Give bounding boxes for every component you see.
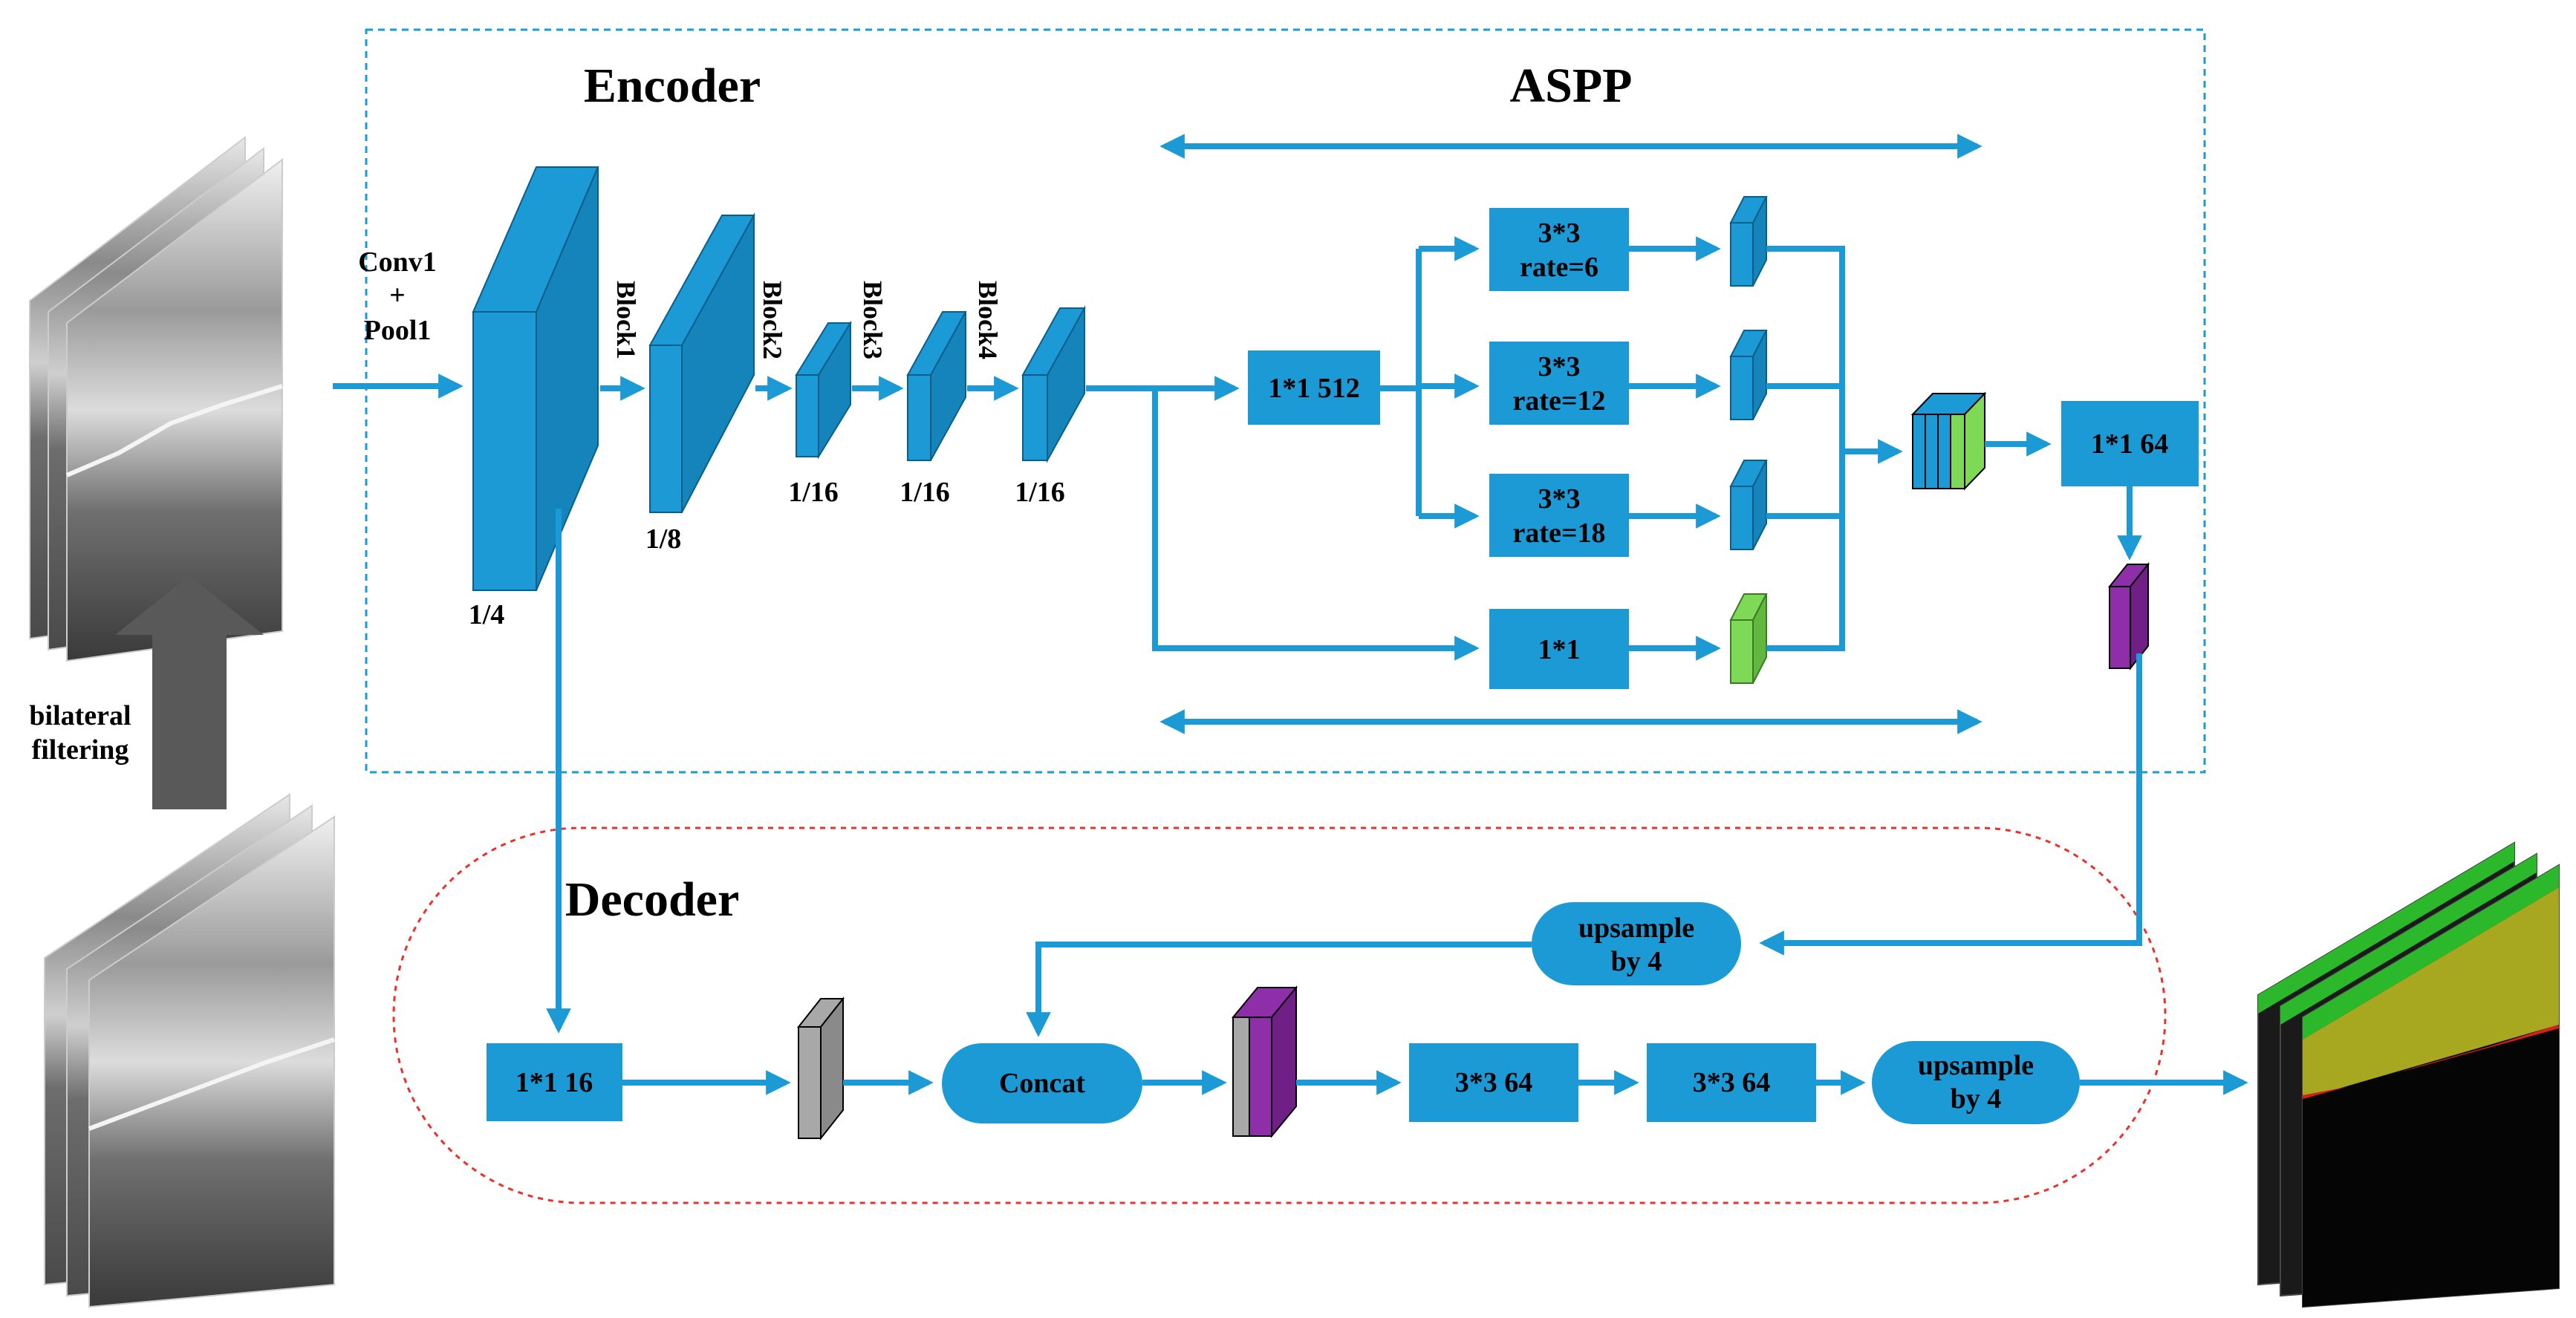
encoder-region	[365, 28, 2206, 774]
scale-label-eighth: 1/8	[645, 523, 682, 555]
conv-1x1-16-box	[487, 1043, 622, 1121]
conv-3x3-64-a-label: 3*3 64	[1455, 1067, 1533, 1098]
stem-pool-label: Pool1	[364, 315, 432, 346]
feature-block-sixteenth-2	[906, 311, 967, 461]
feature-block-eighth	[648, 212, 755, 513]
bilateral-filter-arrow-icon	[115, 575, 264, 809]
concat-label: Concat	[999, 1068, 1085, 1099]
output-segmentation-stack	[2257, 841, 2560, 1308]
filtering-label: filtering	[32, 734, 129, 766]
branch-rate12-kernel: 3*3	[1538, 351, 1581, 382]
upsample-1-top: upsample	[1578, 913, 1694, 944]
feature-rate18	[1729, 460, 1768, 550]
decoder-region	[392, 826, 2167, 1204]
stem-conv-label: Conv1	[358, 247, 437, 278]
conv-1x1-16-label: 1*1 16	[515, 1067, 593, 1098]
upsample-2-bottom: by 4	[1951, 1083, 2002, 1115]
branch-rate6-rate: rate=6	[1520, 252, 1598, 283]
branch-rate12-rate: rate=12	[1512, 385, 1605, 417]
upsample-pill-2	[1872, 1041, 2080, 1124]
block1-label: Block1	[611, 281, 641, 359]
merge-rate6-line	[1766, 246, 1845, 651]
branch-rate6-box	[1489, 208, 1629, 291]
aspp-to-decoder-line	[1759, 653, 2142, 956]
input-image-stack-bottom	[44, 793, 335, 1308]
block3-label: Block3	[858, 281, 888, 359]
input-image-stack-top	[29, 135, 283, 662]
to-pool-branch-line	[1152, 388, 1480, 661]
upsample-to-concat-arrow	[1026, 942, 1532, 1037]
scale-label-sixteenth-1: 1/16	[788, 477, 839, 508]
encoder-title: Encoder	[584, 59, 761, 113]
stem-plus-label: +	[389, 280, 406, 311]
aspp-title: ASPP	[1510, 59, 1633, 113]
upsample-1-bottom: by 4	[1611, 946, 1662, 977]
conv-1x1-64-box	[2061, 401, 2199, 486]
feature-block-sixteenth-3	[1021, 305, 1086, 463]
feature-block-sixteenth-1	[795, 320, 852, 460]
conv-1x1-64-label: 1*1 64	[2091, 428, 2169, 460]
feature-rate12	[1729, 330, 1768, 420]
conv-1x1-512-label: 1*1 512	[1268, 373, 1360, 404]
block2-label: Block2	[758, 281, 787, 359]
branch-pool-box	[1489, 609, 1629, 689]
aspp-output-feature	[2107, 562, 2150, 671]
branch-rate18-box	[1489, 474, 1629, 557]
branch-rate12-box	[1489, 342, 1629, 425]
feature-rate6	[1729, 196, 1768, 287]
branch-rate6-kernel: 3*3	[1538, 218, 1581, 249]
conv-1x1-512-box	[1248, 350, 1380, 425]
merged-feature	[1231, 985, 1298, 1138]
block4-label: Block4	[973, 281, 1003, 359]
concat-pill	[942, 1043, 1142, 1123]
bilateral-label: bilateral	[29, 700, 131, 731]
branch-rate18-kernel: 3*3	[1538, 483, 1581, 515]
branch-rate18-rate: rate=18	[1512, 518, 1605, 549]
conv-3x3-64-a-box	[1409, 1043, 1578, 1122]
feature-block-quarter	[472, 166, 599, 591]
branch-pool-label: 1*1	[1538, 634, 1581, 665]
aspp-concat-feature	[1910, 391, 1987, 491]
conv-3x3-64-b-box	[1647, 1043, 1816, 1122]
upsample-pill-1	[1532, 902, 1741, 985]
feature-pool	[1729, 593, 1768, 684]
scale-label-sixteenth-2: 1/16	[900, 477, 950, 508]
scale-label-quarter: 1/4	[469, 599, 505, 630]
upsample-2-top: upsample	[1918, 1050, 2034, 1081]
low-level-feature	[796, 996, 845, 1141]
conv-3x3-64-b-label: 3*3 64	[1693, 1067, 1771, 1098]
decoder-title: Decoder	[565, 872, 740, 927]
scale-label-sixteenth-3: 1/16	[1015, 477, 1065, 508]
